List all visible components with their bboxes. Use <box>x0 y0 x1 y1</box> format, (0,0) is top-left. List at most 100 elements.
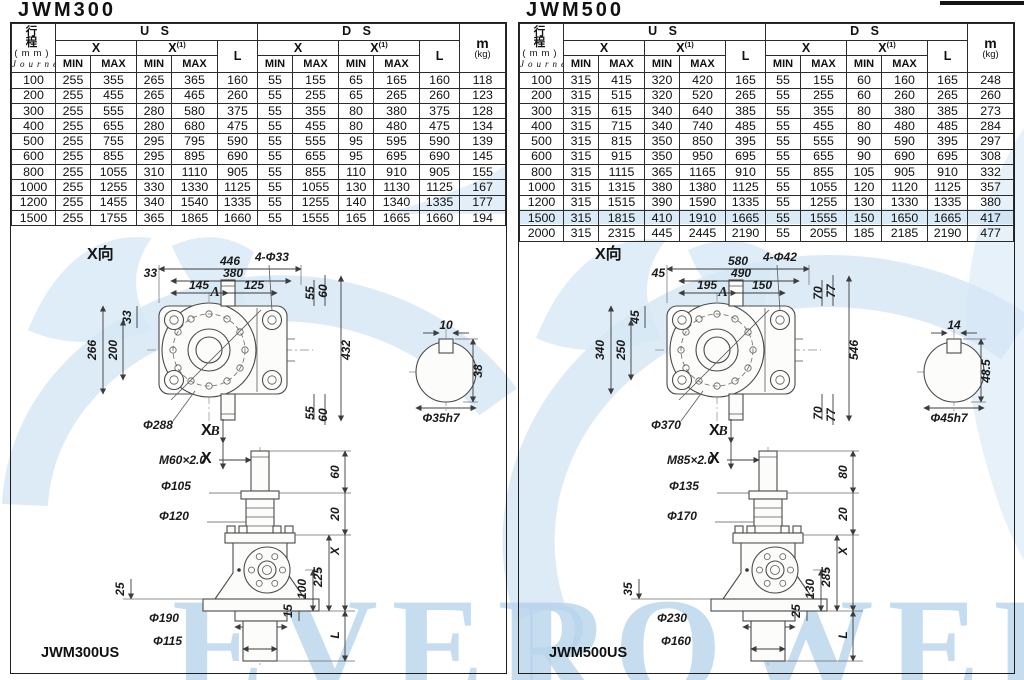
dim-label: 195 <box>697 278 717 292</box>
table-cell: 905 <box>881 164 929 181</box>
table-cell: 2000 <box>519 225 564 242</box>
model-label: JWM500US <box>549 645 627 661</box>
table-cell: 395 <box>927 133 969 150</box>
table-cell: 55 <box>257 194 294 211</box>
dim-label: M85×2.0 <box>667 453 714 467</box>
dim-label: M60×2.0 <box>159 453 206 467</box>
dim-label: 130 <box>803 579 817 599</box>
table-cell: 255 <box>55 72 91 89</box>
dim-label: 33 <box>144 266 158 280</box>
table-cell: 315 <box>563 133 599 150</box>
mass-header: m (kg) <box>459 22 507 74</box>
dim-label: 35 <box>621 582 635 596</box>
table-cell: 680 <box>171 118 218 135</box>
table-cell: 165 <box>373 72 421 89</box>
dim-label: 125 <box>244 278 264 292</box>
table-cell: 375 <box>419 102 461 120</box>
table-cell: 65 <box>338 72 375 89</box>
table-cell: 2185 <box>881 225 929 242</box>
table-cell: 500 <box>519 133 564 150</box>
dim-label: 225 <box>311 567 325 588</box>
dim-label: 145 <box>189 278 209 292</box>
dim-label: 60 <box>316 408 330 422</box>
table-cell: 590 <box>881 133 929 150</box>
panel-jwm300: JWM300 行 程 (mm) Journey <box>10 0 507 680</box>
model-label: JWM300US <box>41 645 119 661</box>
panel-frame: 行 程 (mm) Journey U S D S m (kg) X <box>518 22 1015 674</box>
table-cell: 300 <box>519 102 564 120</box>
dim-label: 77 <box>824 283 838 298</box>
table-cell: 2055 <box>800 225 848 242</box>
table-cell: 55 <box>257 164 294 181</box>
table-cell: 177 <box>459 194 507 211</box>
table-cell: 330 <box>136 179 172 196</box>
table-cell: 355 <box>90 72 137 89</box>
us-header: U S <box>562 23 767 41</box>
table-cell: 95 <box>338 133 375 150</box>
table-cell: 1500 <box>519 209 564 227</box>
table-cell: 55 <box>257 148 294 166</box>
table-cell: 315 <box>563 72 599 89</box>
table-cell: 315 <box>563 87 599 104</box>
table-cell: 165 <box>927 72 969 89</box>
table-cell: 155 <box>292 72 340 89</box>
dim-label: 45 <box>651 266 666 280</box>
table-cell: 120 <box>846 179 883 196</box>
table-cell: 255 <box>55 102 91 120</box>
table-cell: 255 <box>55 148 91 166</box>
journey-header: 行 程 (mm) Journey <box>519 22 564 74</box>
table-cell: 1650 <box>881 209 929 227</box>
table-cell: 118 <box>459 72 507 89</box>
max-header: MAX <box>800 55 848 74</box>
table-cell: 134 <box>459 118 507 135</box>
table-cell: 520 <box>679 87 726 104</box>
dim-label: Φ45h7 <box>930 411 969 425</box>
table-cell: 1865 <box>171 209 218 227</box>
dim-label: Φ35h7 <box>422 411 461 425</box>
table-cell: 55 <box>765 72 802 89</box>
stub-a-label: A <box>717 285 727 300</box>
shaft-section-view: 14 48.5 Φ45h7 <box>917 318 993 425</box>
table-cell: 295 <box>136 148 172 166</box>
dim-label: Φ135 <box>669 479 699 493</box>
table-cell: 185 <box>846 225 883 242</box>
table-cell: 160 <box>216 72 259 89</box>
table-cell: 1665 <box>373 209 421 227</box>
dim-label: 546 <box>847 340 861 360</box>
l-header: L <box>216 39 259 74</box>
table-cell: 315 <box>563 225 599 242</box>
dim-label: 20 <box>328 507 342 522</box>
table-cell: 265 <box>136 72 172 89</box>
table-cell: 130 <box>846 194 883 211</box>
ds-header: D S <box>765 23 969 41</box>
table-cell: 315 <box>563 179 599 196</box>
table-cell: 80 <box>338 102 375 120</box>
table-cell: 1055 <box>800 179 848 196</box>
table-cell: 1815 <box>598 209 645 227</box>
table-cell: 140 <box>338 194 375 211</box>
table-cell: 1590 <box>679 194 726 211</box>
table-cell: 315 <box>563 148 599 166</box>
table-cell: 1125 <box>216 179 259 196</box>
panel-title: JWM300 <box>18 0 117 21</box>
table-cell: 380 <box>373 102 421 120</box>
table-cell: 1255 <box>90 179 137 196</box>
table-cell: 375 <box>216 102 259 120</box>
table-cell: 315 <box>563 209 599 227</box>
min-header: MIN <box>257 55 294 74</box>
dim-label: 490 <box>730 266 751 280</box>
table-cell: 695 <box>373 148 421 166</box>
dim-label: Φ170 <box>667 509 697 523</box>
table-cell: 310 <box>136 164 172 181</box>
table-cell: 590 <box>419 133 461 150</box>
table-cell: 139 <box>459 133 507 150</box>
table-cell: 1330 <box>881 194 929 211</box>
